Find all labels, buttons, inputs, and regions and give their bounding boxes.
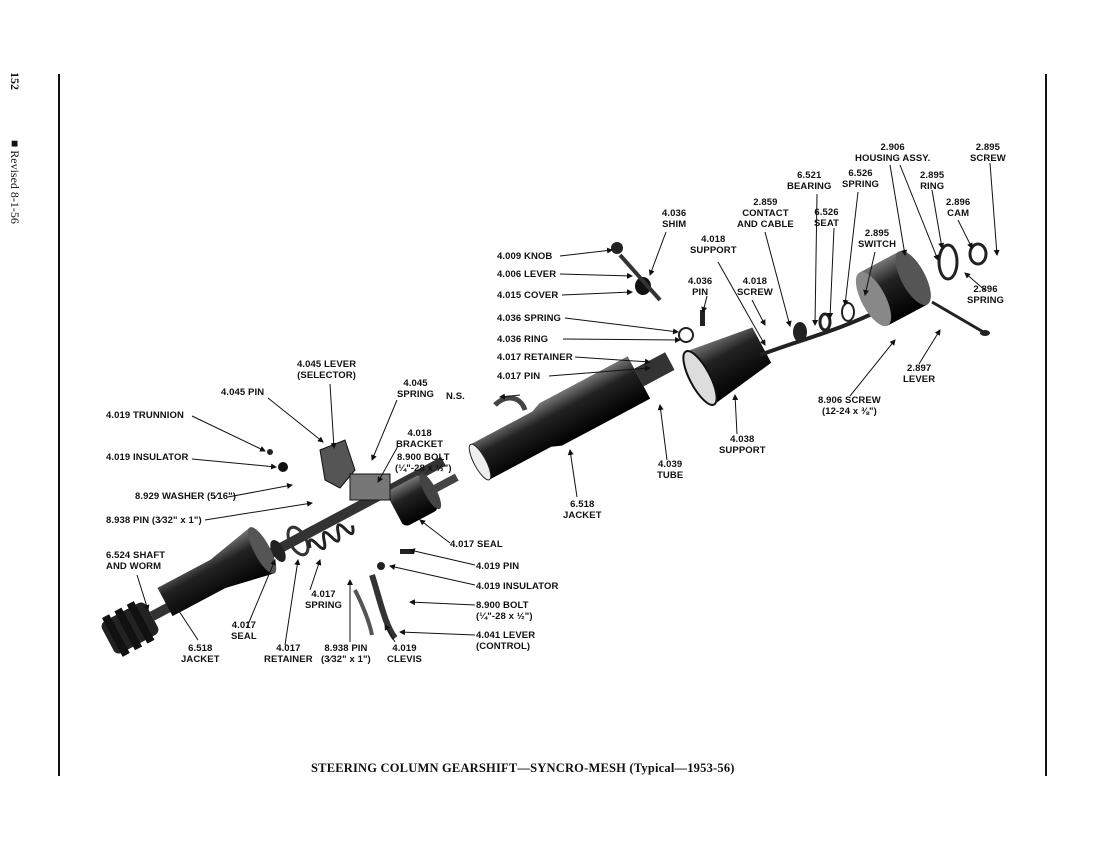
callout-spring-6526: 6.526 SPRING	[842, 168, 880, 190]
switch-spring-part	[841, 302, 855, 322]
callout-cover-4015: 4.015 COVER	[497, 290, 559, 301]
contact-cable-part	[759, 308, 881, 357]
callout-spring-4045: 4.045 SPRING	[397, 378, 435, 400]
lower-retainer-part	[286, 525, 310, 557]
support-part	[682, 327, 772, 406]
callout-pin-8938-upper: 8.938 PIN (3⁄32" x 1")	[106, 515, 202, 526]
callout-ring-2895: 2.895 RING	[920, 170, 945, 192]
callout-washer-8929: 8.929 WASHER (5⁄16")	[135, 491, 237, 502]
leader-lines	[136, 162, 1000, 646]
callout-screw-2895: 2.895 SCREW	[970, 142, 1006, 164]
lower-seal-part	[270, 540, 286, 562]
seal-sleeve-part	[387, 473, 459, 526]
left-margin-rule	[58, 74, 60, 776]
callout-lever-2897: 2.897 LEVER	[903, 363, 936, 385]
cam-part	[968, 242, 988, 266]
callout-shim-4036: 4.036 SHIM	[662, 208, 687, 230]
callout-bolt-8900-upper: 8.900 BOLT (¼"-28 x ½")	[395, 452, 452, 474]
housing-assembly-part	[855, 250, 931, 327]
callout-spring-2896: 2.896 SPRING	[967, 284, 1005, 306]
callout-retainer-4017-lower: 4.017 RETAINER	[264, 643, 313, 665]
callout-seal-4017-left: 4.017 SEAL	[231, 620, 257, 642]
callout-spring-4017: 4.017 SPRING	[305, 589, 343, 611]
ring-part	[937, 243, 959, 281]
figure-caption: STEERING COLUMN GEARSHIFT—SYNCRO-MESH (T…	[311, 761, 735, 775]
callout-retainer-4017: 4.017 RETAINER	[497, 352, 573, 363]
callout-clevis-4019: 4.019 CLEVIS	[387, 643, 422, 665]
callout-lever-control: 4.041 LEVER (CONTROL)	[476, 630, 536, 652]
callout-pin-4017: 4.017 PIN	[497, 371, 541, 382]
gearshift-lever-part	[611, 242, 705, 343]
callout-ns: N.S.	[446, 391, 465, 402]
callout-ring-4036: 4.036 RING	[497, 334, 549, 345]
selector-lever-part	[267, 439, 391, 501]
callout-knob-4009: 4.009 KNOB	[497, 251, 553, 262]
bearing-part	[793, 322, 807, 342]
callout-support-4018-top: 4.018 SUPPORT	[690, 234, 737, 256]
callout-seat-6526: 6.526 SEAT	[814, 207, 840, 229]
seat-part	[818, 312, 832, 332]
lower-jacket-part	[157, 527, 277, 617]
callout-bolt-8900-lower: 8.900 BOLT (¼"-28 x ½")	[476, 600, 533, 622]
callout-insulator-4019-upper: 4.019 INSULATOR	[106, 452, 189, 463]
callout-trunnion-4019: 4.019 TRUNNION	[106, 410, 184, 421]
turn-signal-lever-part	[931, 300, 986, 335]
callout-support-4038: 4.038 SUPPORT	[719, 434, 766, 456]
callout-screw-4018: 4.018 SCREW	[737, 276, 773, 298]
callout-lever-selector: 4.045 LEVER (SELECTOR)	[297, 359, 357, 381]
callout-housing-assy: 2.906 HOUSING ASSY.	[855, 142, 931, 164]
callout-screw-8906: 8.906 SCREW (12-24 x ⅜")	[818, 395, 881, 417]
ns-part	[493, 395, 528, 412]
callout-switch-2895: 2.895 SWITCH	[858, 228, 897, 250]
upper-jacket-part	[468, 352, 675, 481]
callout-tube-4039: 4.039 TUBE	[657, 459, 684, 481]
callout-pin-4019: 4.019 PIN	[476, 561, 520, 572]
callout-pin-4045: 4.045 PIN	[221, 387, 265, 398]
callout-spring-4036: 4.036 SPRING	[497, 313, 562, 324]
callout-jacket-6518-upper: 6.518 JACKET	[563, 499, 602, 521]
right-margin-rule	[1045, 74, 1047, 776]
spring-part	[307, 523, 355, 551]
callout-cam-2896: 2.896 CAM	[946, 197, 971, 219]
callout-bearing-6521: 6.521 BEARING	[787, 170, 832, 192]
control-lever-part	[353, 549, 414, 640]
callout-pin-8938-lower: 8.938 PIN (3⁄32" x 1")	[321, 643, 371, 665]
callout-bracket-4018: 4.018 BRACKET	[396, 428, 444, 450]
callout-shaft-and-worm: 6.524 SHAFT AND WORM	[106, 550, 166, 572]
callout-insulator-4019-lower: 4.019 INSULATOR	[476, 581, 559, 592]
callout-lever-4006: 4.006 LEVER	[497, 269, 557, 280]
callout-jacket-6518-lower: 6.518 JACKET	[181, 643, 220, 665]
callout-contact-cable: 2.859 CONTACT AND CABLE	[737, 197, 794, 230]
callout-pin-4036: 4.036 PIN	[688, 276, 713, 298]
callout-seal-4017-right: 4.017 SEAL	[450, 539, 503, 550]
